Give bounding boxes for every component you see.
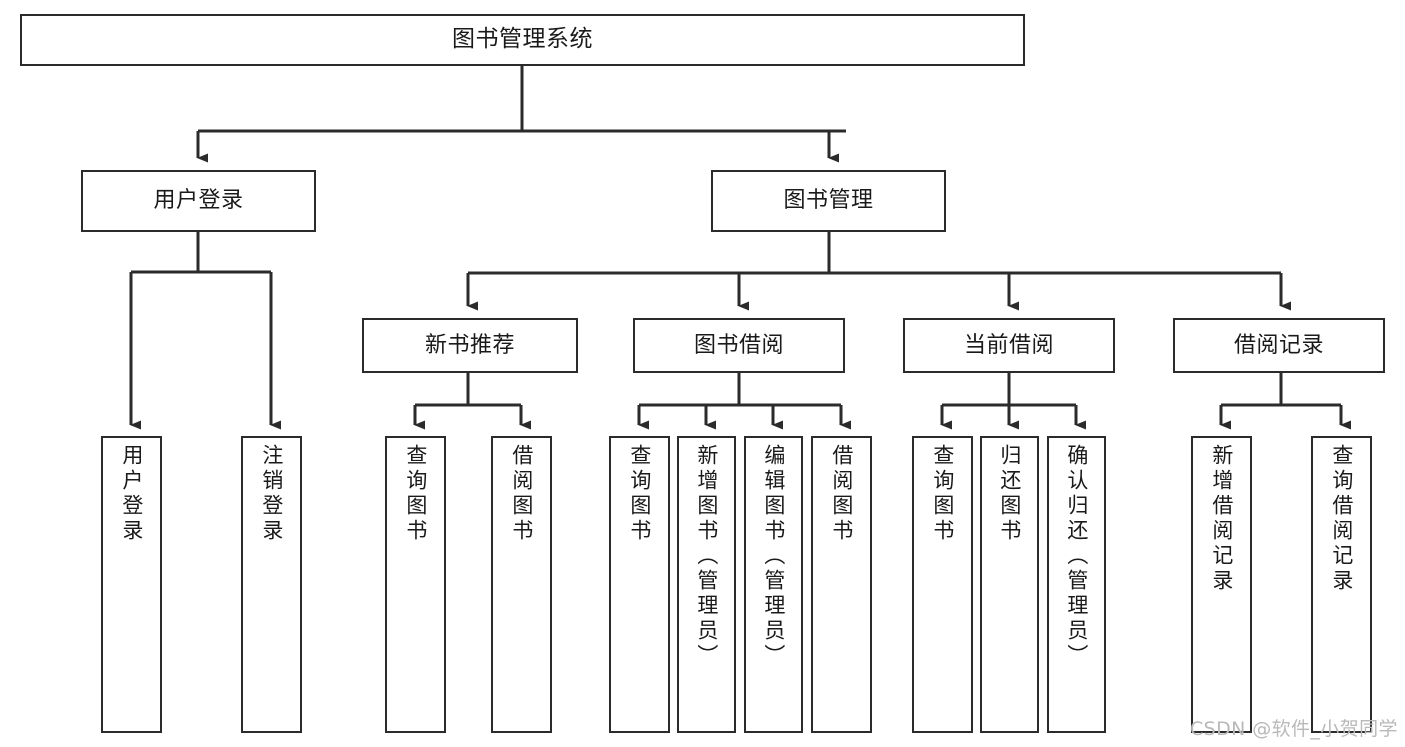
node-leaf-query-record-label: 查询借阅记录 <box>1329 444 1354 594</box>
node-book-management-label: 图书管理 <box>783 188 874 214</box>
node-leaf-return-book[interactable]: 归还图书 <box>980 436 1039 733</box>
node-leaf-logout-login-label: 注销登录 <box>259 444 284 544</box>
node-leaf-borrow-book-1[interactable]: 借阅图书 <box>491 436 552 733</box>
node-leaf-borrow-book-1-label: 借阅图书 <box>509 444 534 544</box>
node-book-borrow[interactable]: 图书借阅 <box>633 318 845 373</box>
node-current-borrow[interactable]: 当前借阅 <box>903 318 1115 373</box>
node-leaf-confirm-return-label: 确认归还（管理员） <box>1064 444 1089 669</box>
node-leaf-user-login[interactable]: 用户登录 <box>101 436 162 733</box>
node-book-management[interactable]: 图书管理 <box>711 170 946 232</box>
node-leaf-query-book-3-label: 查询图书 <box>930 444 955 544</box>
node-leaf-logout-login[interactable]: 注销登录 <box>241 436 302 733</box>
node-leaf-borrow-book-2[interactable]: 借阅图书 <box>811 436 872 733</box>
node-leaf-add-book[interactable]: 新增图书（管理员） <box>677 436 736 733</box>
watermark-text: CSDN @软件_小贺同学 <box>1190 718 1398 740</box>
node-leaf-add-record-label: 新增借阅记录 <box>1209 444 1234 594</box>
node-book-borrow-label: 图书借阅 <box>693 332 784 358</box>
node-leaf-confirm-return[interactable]: 确认归还（管理员） <box>1047 436 1106 733</box>
node-leaf-edit-book-label: 编辑图书（管理员） <box>761 444 786 669</box>
node-user-login[interactable]: 用户登录 <box>81 170 316 232</box>
node-leaf-edit-book[interactable]: 编辑图书（管理员） <box>744 436 803 733</box>
node-current-borrow-label: 当前借阅 <box>963 332 1054 358</box>
node-root[interactable]: 图书管理系统 <box>20 14 1025 66</box>
node-new-book-recommend[interactable]: 新书推荐 <box>362 318 578 373</box>
node-borrow-record[interactable]: 借阅记录 <box>1173 318 1385 373</box>
node-new-book-recommend-label: 新书推荐 <box>424 332 515 358</box>
node-borrow-record-label: 借阅记录 <box>1233 332 1324 358</box>
node-user-login-label: 用户登录 <box>153 188 244 214</box>
node-leaf-return-book-label: 归还图书 <box>997 444 1022 544</box>
node-leaf-add-book-label: 新增图书（管理员） <box>694 444 719 669</box>
node-leaf-query-book-1-label: 查询图书 <box>403 444 428 544</box>
node-leaf-query-record[interactable]: 查询借阅记录 <box>1311 436 1372 733</box>
node-leaf-add-record[interactable]: 新增借阅记录 <box>1191 436 1252 733</box>
node-leaf-borrow-book-2-label: 借阅图书 <box>829 444 854 544</box>
node-leaf-query-book-2[interactable]: 查询图书 <box>609 436 670 733</box>
node-leaf-user-login-label: 用户登录 <box>119 444 144 544</box>
node-leaf-query-book-1[interactable]: 查询图书 <box>385 436 446 733</box>
node-leaf-query-book-3[interactable]: 查询图书 <box>912 436 973 733</box>
node-leaf-query-book-2-label: 查询图书 <box>627 444 652 544</box>
node-root-label: 图书管理系统 <box>452 26 593 53</box>
